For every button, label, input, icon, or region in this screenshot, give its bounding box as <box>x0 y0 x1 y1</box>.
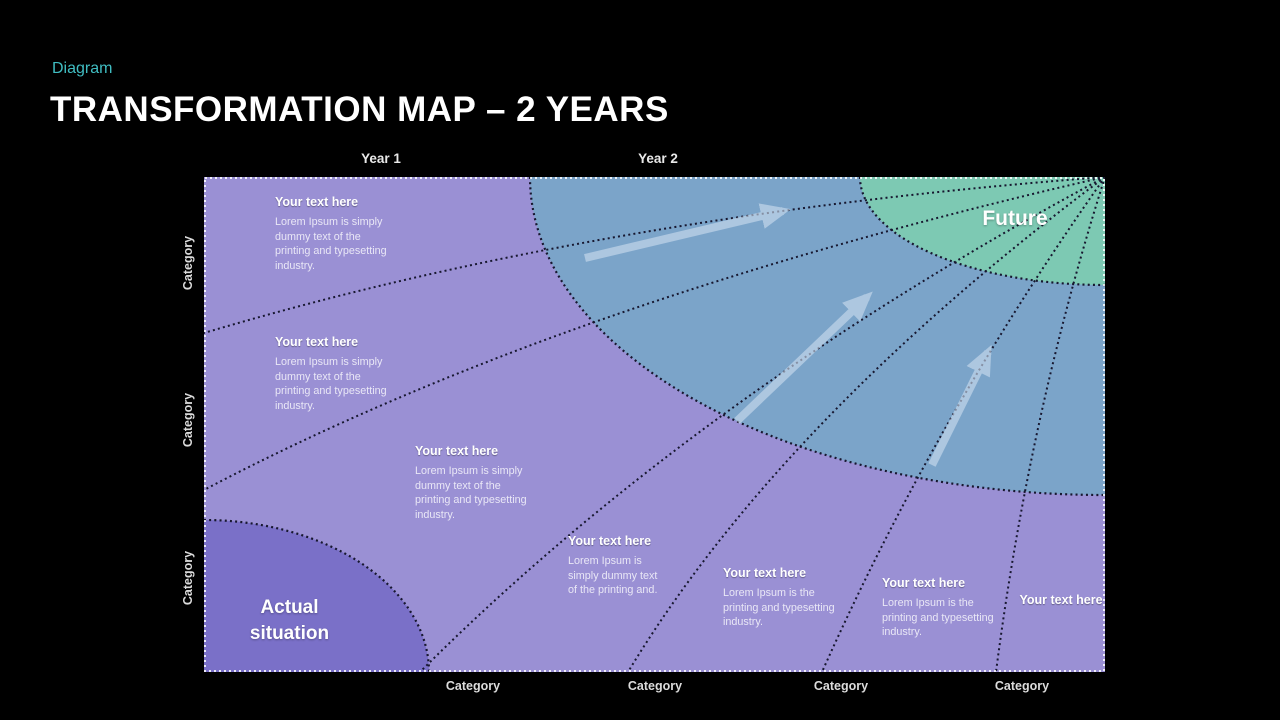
text-block-5: Your text here Lorem Ipsum is the printi… <box>723 566 841 630</box>
text-block-4: Your text here Lorem Ipsum is simply dum… <box>568 534 660 598</box>
text-block-7: Your text here <box>1014 593 1108 613</box>
actual-situation-arc <box>204 518 431 672</box>
fan-line-2 <box>204 177 1105 491</box>
axis-year-2: Year 2 <box>638 151 678 166</box>
progress-arrows <box>584 203 992 467</box>
slide-eyebrow: Diagram <box>52 60 113 77</box>
future-arc <box>858 177 1105 287</box>
text-block-heading: Your text here <box>723 566 807 580</box>
axis-category-left-2: Category <box>181 392 195 448</box>
text-block-heading: Your text here <box>275 195 359 209</box>
text-block-1: Your text here Lorem Ipsum is simply dum… <box>275 195 395 274</box>
text-block-body: Lorem Ipsum is simply dummy text of the … <box>568 555 658 597</box>
future-sector <box>860 177 1105 285</box>
fan-lines <box>204 177 1105 672</box>
arrow-icon <box>928 344 992 467</box>
axis-year-1: Year 1 <box>361 151 401 166</box>
arrow-icon <box>584 203 791 262</box>
text-block-body: Lorem Ipsum is simply dummy text of the … <box>275 216 387 273</box>
text-block-heading: Your text here <box>1019 593 1103 607</box>
actual-situation-label: Actual situation <box>249 597 330 644</box>
text-block-body: Lorem Ipsum is the printing and typesett… <box>882 597 994 639</box>
axis-category-left-1: Category <box>181 235 195 291</box>
axis-category-bottom-2: Category <box>627 679 683 693</box>
transformation-map: Future Actual situation Your text here L… <box>204 177 1105 672</box>
page-title: TRANSFORMATION MAP – 2 YEARS <box>50 90 669 129</box>
arc-boundaries <box>204 177 1105 672</box>
text-block-3: Your text here Lorem Ipsum is simply dum… <box>415 444 539 523</box>
future-label: Future <box>982 207 1048 230</box>
axis-category-bottom-4: Category <box>994 679 1050 693</box>
text-block-2: Your text here Lorem Ipsum is simply dum… <box>275 335 395 414</box>
map-border <box>204 177 1105 672</box>
text-block-heading: Your text here <box>415 444 499 458</box>
fan-line-6 <box>995 177 1105 672</box>
axis-category-left-3: Category <box>181 550 195 606</box>
text-block-body: Lorem Ipsum is simply dummy text of the … <box>415 465 527 522</box>
text-block-heading: Your text here <box>568 534 652 548</box>
fan-line-3 <box>419 177 1105 672</box>
text-block-heading: Your text here <box>882 576 966 590</box>
text-block-6: Your text here Lorem Ipsum is the printi… <box>882 576 994 640</box>
text-block-body: Lorem Ipsum is the printing and typesett… <box>723 587 835 629</box>
transformation-map-canvas <box>204 177 1105 672</box>
text-block-body: Lorem Ipsum is simply dummy text of the … <box>275 356 387 413</box>
arrow-icon <box>734 291 873 424</box>
text-block-heading: Your text here <box>275 335 359 349</box>
axis-category-bottom-1: Category <box>445 679 501 693</box>
actual-situation-sector <box>204 520 429 672</box>
axis-category-bottom-3: Category <box>813 679 869 693</box>
